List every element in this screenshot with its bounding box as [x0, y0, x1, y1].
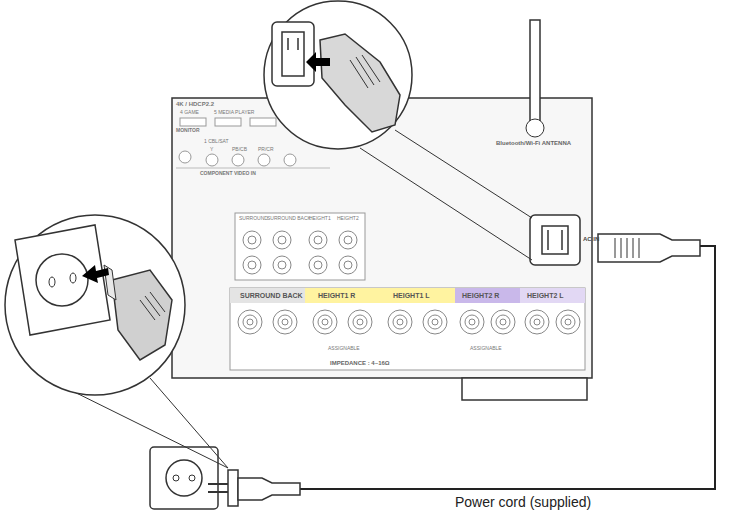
rca-jack: [339, 256, 357, 274]
rca-jack: [309, 256, 327, 274]
wall-plate-closeup: [15, 225, 110, 335]
panel-label: Y: [210, 147, 213, 152]
closeup-grip: [350, 55, 380, 88]
strip-height2-l: [520, 288, 585, 303]
hdmi-jacks: [180, 118, 276, 126]
speaker-terminal: [313, 310, 337, 334]
panel-label: MONITOR: [176, 128, 200, 133]
antenna: [530, 20, 540, 125]
ac-inlet: [530, 215, 580, 265]
component-jacks: [179, 151, 296, 166]
panel-label: SURROUND BACK: [267, 216, 311, 221]
mains-plug-closeup: [112, 270, 172, 360]
closeup-grip: [140, 292, 165, 320]
strip-height2-r: [455, 288, 520, 303]
iec-plug: [598, 234, 700, 262]
rca-jack: [243, 256, 261, 274]
mains-plug: [238, 478, 300, 500]
panel-label: 4 GAME: [180, 110, 199, 115]
insert-arrow: [82, 265, 109, 283]
speaker-terminal: [238, 310, 262, 334]
panel-divider: [176, 168, 330, 169]
outlet-face: [166, 460, 202, 496]
rca-jack: [309, 231, 327, 249]
panel-label: 4K / HDCP2.2: [176, 101, 214, 107]
callout-circle: [264, 1, 412, 149]
speaker-terminal: [491, 310, 515, 334]
strip-height1-l: [380, 288, 455, 303]
panel-label: HEIGHT1 R: [318, 292, 355, 299]
speaker-band: [230, 288, 585, 370]
ac-inlet-slot: [542, 226, 568, 254]
plug-pins: [208, 484, 228, 492]
panel-label: IMPEDANCE : 4~16Ω: [330, 360, 390, 366]
panel-label: HEIGHT2 R: [462, 292, 499, 299]
preout-block: [235, 213, 365, 280]
panel-label: HEIGHT1: [309, 216, 331, 221]
leader-lines: [40, 130, 532, 468]
plug-grip: [615, 238, 639, 258]
rear-panel: [172, 98, 592, 378]
speaker-terminals: [238, 310, 580, 334]
rca-jack: [273, 256, 291, 274]
callout-circle: [5, 215, 185, 395]
strip-height1-r: [305, 288, 380, 303]
panel-label: 1 CBL/SAT: [204, 139, 229, 144]
panel-label: Bluetooth/Wi-Fi ANTENNA: [496, 140, 571, 146]
insert-arrow: [306, 52, 330, 72]
panel-label: COMPONENT VIDEO IN: [200, 171, 256, 176]
foot: [462, 378, 587, 400]
panel-label: PB/CB: [232, 147, 247, 152]
speaker-terminal: [556, 310, 580, 334]
speaker-terminal: [273, 310, 297, 334]
rca-jack: [243, 231, 261, 249]
panel-label: 5 MEDIA PLAYER: [214, 110, 254, 115]
panel-label: HEIGHT2: [337, 216, 359, 221]
cord-label: Power cord (supplied): [455, 495, 591, 509]
speaker-terminal: [525, 310, 549, 334]
inlet-closeup: [272, 22, 314, 86]
speaker-terminal: [460, 310, 484, 334]
panel-label: PR/CR: [258, 147, 274, 152]
panel-label: HEIGHT1 L: [393, 292, 430, 299]
rca-jack: [273, 231, 291, 249]
power-cord: [300, 246, 715, 489]
plug-flange: [228, 470, 238, 506]
speaker-terminal: [348, 310, 372, 334]
panel-label: SURROUND: [239, 216, 268, 221]
panel-label: HEIGHT2 L: [527, 292, 564, 299]
panel-label: ASSIGNABLE: [470, 346, 502, 351]
speaker-terminal: [388, 310, 412, 334]
panel-label: ASSIGNABLE: [328, 346, 360, 351]
rca-jacks: [243, 231, 357, 274]
speaker-terminal: [423, 310, 447, 334]
wall-outlet: [150, 447, 218, 509]
strip-surround-back: [230, 288, 305, 303]
panel-label: AC IN: [583, 236, 599, 242]
rca-jack: [339, 231, 357, 249]
iec-plug-closeup: [320, 34, 400, 132]
panel-label: SURROUND BACK: [240, 292, 303, 299]
antenna-base: [526, 119, 544, 137]
